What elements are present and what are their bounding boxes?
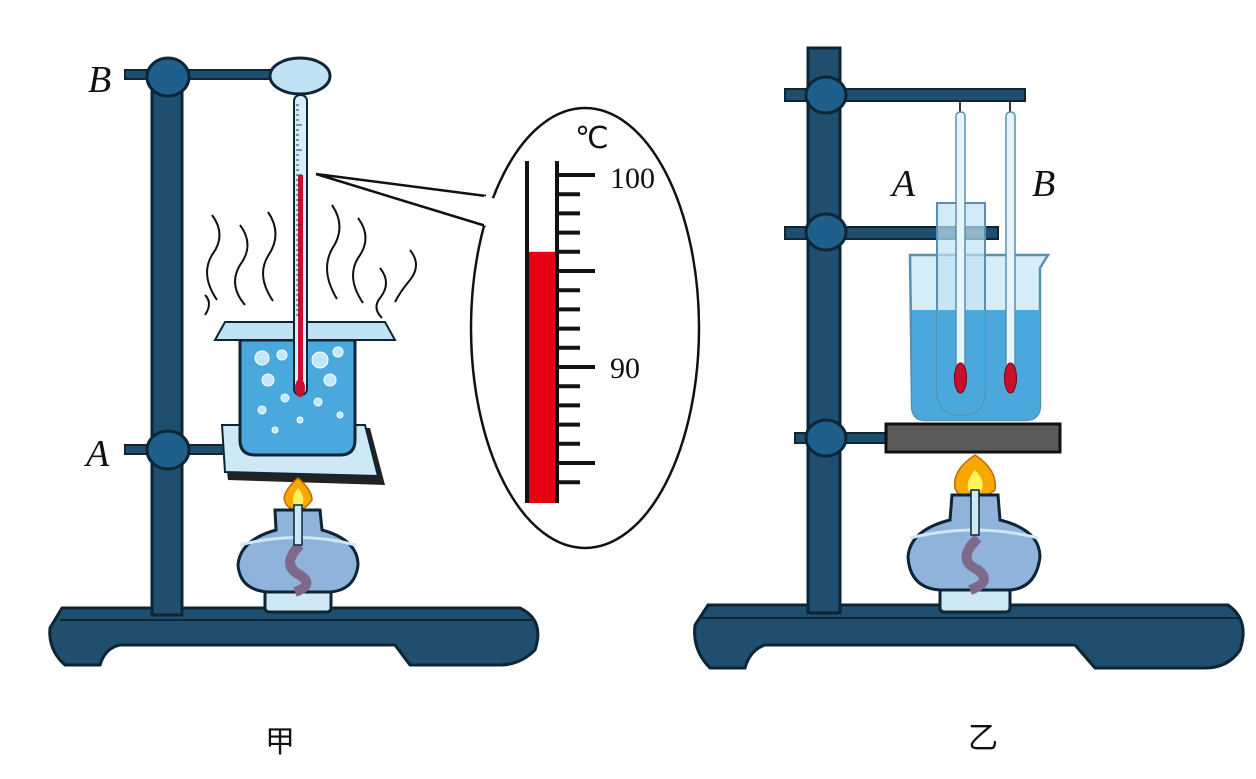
- tick-label-100: 100: [610, 162, 655, 195]
- unit-celsius: ℃: [575, 122, 609, 155]
- thermometer-scale-marks: [296, 104, 302, 316]
- label-b-upper-clamp: B: [88, 59, 111, 101]
- callout-mercury-column: [529, 251, 555, 503]
- right-apparatus: A B 乙: [693, 46, 1245, 756]
- steam-lines: [204, 204, 417, 319]
- thermometer-b: [1005, 111, 1016, 388]
- thermometer-holder: [268, 56, 332, 96]
- label-a-lower-clamp: A: [83, 433, 110, 475]
- heating-plate: [884, 422, 1062, 454]
- thermometer-a: [955, 111, 966, 388]
- right-alcohol-lamp: [906, 489, 1042, 614]
- bubbles: [254, 346, 344, 434]
- left-alcohol-lamp: [236, 504, 360, 614]
- left-stand-rod: [150, 73, 184, 617]
- right-stand-rod: [806, 46, 842, 615]
- caption-jia: 甲: [265, 725, 295, 760]
- bottom-clamp-knob: [804, 418, 848, 458]
- right-stand-base: [693, 603, 1245, 670]
- clamp-a-knob: [145, 429, 191, 471]
- label-b-thermometer: B: [1032, 163, 1055, 205]
- clamp-b-knob: [145, 56, 191, 98]
- left-beaker: [238, 338, 357, 457]
- left-stand-base: [48, 606, 540, 667]
- callout-scale-ticks: [557, 173, 595, 485]
- tick-label-90: 90: [610, 352, 640, 385]
- left-apparatus: B A 甲: [48, 56, 540, 760]
- thermometer-callout: ℃ 100 90: [315, 106, 701, 550]
- label-a-thermometer: A: [889, 163, 916, 205]
- middle-clamp-knob: [804, 212, 848, 252]
- thermometer-mercury: [298, 175, 303, 390]
- top-clamp-knob: [804, 75, 848, 115]
- caption-yi: 乙: [968, 721, 998, 756]
